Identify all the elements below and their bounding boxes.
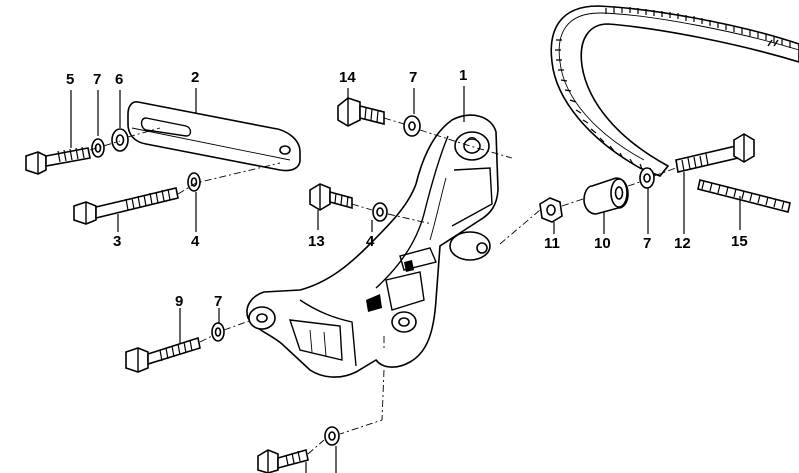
- washer-4-b: [372, 202, 388, 222]
- washer-6: [111, 128, 129, 152]
- bolt-5: [25, 146, 91, 175]
- callout-12: 12: [674, 235, 691, 252]
- callout-6: 6: [115, 71, 123, 88]
- callout-7: 7: [214, 293, 222, 310]
- callout-13: 13: [308, 233, 325, 250]
- callout-15: 15: [731, 233, 748, 250]
- callout-2: 2: [191, 69, 199, 86]
- callout-4: 4: [191, 233, 200, 250]
- bushing-10: [583, 177, 629, 215]
- bolt-3: [73, 187, 179, 225]
- v-belt-loop: [550, 5, 799, 177]
- callout-7: 7: [643, 235, 651, 252]
- bolt-12: [675, 133, 755, 173]
- callout-7: 7: [93, 71, 101, 88]
- washer-bottom: [324, 426, 340, 446]
- callout-9: 9: [175, 293, 183, 310]
- callout-14: 14: [339, 69, 356, 86]
- adjusting-strap: [127, 101, 301, 172]
- assembly-axes: [89, 117, 677, 455]
- callout-11: 11: [544, 235, 560, 252]
- callout-4: 4: [366, 233, 375, 250]
- callout-3: 3: [113, 233, 121, 250]
- callout-7: 7: [409, 69, 417, 86]
- washer-7-d: [211, 322, 225, 342]
- nut-11: [539, 197, 563, 223]
- washer-7-a: [91, 138, 105, 158]
- washer-7-c: [639, 167, 655, 189]
- bolt-9: [125, 336, 201, 373]
- leader-lines: [70, 86, 741, 473]
- bolt-13: [309, 183, 353, 211]
- callout-5: 5: [66, 71, 74, 88]
- washer-7-b: [403, 115, 421, 137]
- callout-10: 10: [594, 235, 611, 252]
- callout-1: 1: [459, 67, 467, 84]
- alternator-bracket: [246, 114, 499, 378]
- washer-4-a: [187, 172, 201, 192]
- v-belt-section: [697, 179, 791, 213]
- bolt-14: [337, 97, 385, 127]
- callout-labels: 5 7 6 2 14 7 1 3 4 13 4 11 10 7 12 15 9 …: [66, 67, 748, 310]
- bolt-bottom: [257, 448, 309, 473]
